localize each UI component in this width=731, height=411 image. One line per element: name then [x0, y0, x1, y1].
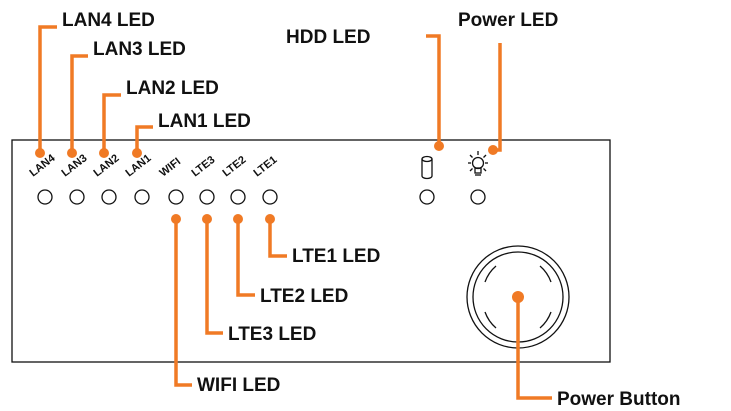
- callout-power-button: Power Button: [557, 389, 681, 410]
- dot-hdd: [434, 141, 444, 151]
- callout-lte2: LTE2 LED: [260, 286, 348, 307]
- dot-lte2: [233, 214, 243, 224]
- dot-power-button: [512, 291, 524, 303]
- led-lte2: [230, 189, 246, 205]
- dot-power-led: [488, 145, 498, 155]
- lightbulb-icon: [468, 151, 488, 176]
- leader-power-led: [493, 43, 502, 152]
- callout-lan1: LAN1 LED: [158, 111, 251, 132]
- dot-lte1: [265, 214, 275, 224]
- dot-lan1: [132, 148, 142, 158]
- led-wifi: [168, 189, 184, 205]
- dot-lte3: [202, 214, 212, 224]
- dot-lan4: [35, 148, 45, 158]
- led-lan2: [101, 189, 117, 205]
- front-panel: [11, 139, 611, 363]
- hdd-cylinder-icon: [421, 155, 433, 180]
- led-row: [37, 189, 486, 205]
- led-lan3: [69, 189, 85, 205]
- led-lan4: [37, 189, 53, 205]
- callout-lan3: LAN3 LED: [93, 39, 186, 60]
- leader-wifi: [174, 219, 192, 387]
- dot-wifi: [171, 214, 181, 224]
- leader-lan3: [70, 54, 88, 153]
- callout-lte1: LTE1 LED: [292, 246, 380, 267]
- leader-lan2: [102, 93, 121, 153]
- leader-lan1: [135, 125, 153, 153]
- leader-hdd: [426, 34, 441, 146]
- callout-power-led: Power LED: [458, 10, 558, 31]
- callout-labels: LAN4 LED LAN3 LED LAN2 LED LAN1 LED WIFI…: [62, 10, 681, 410]
- led-power: [470, 189, 486, 205]
- callout-hdd: HDD LED: [286, 27, 370, 48]
- callout-lan2: LAN2 LED: [126, 78, 219, 99]
- callout-lan4: LAN4 LED: [62, 10, 155, 31]
- leader-lte3: [205, 219, 223, 335]
- led-lte3: [199, 189, 215, 205]
- dot-lan2: [99, 148, 109, 158]
- leader-dots: [35, 141, 524, 303]
- callout-wifi: WIFI LED: [197, 375, 280, 396]
- leader-lines: [38, 25, 552, 400]
- leader-lte1: [268, 219, 287, 258]
- led-lan1: [134, 189, 150, 205]
- leader-lte2: [236, 219, 255, 297]
- dot-lan3: [67, 148, 77, 158]
- led-hdd: [419, 189, 435, 205]
- callout-lte3: LTE3 LED: [228, 324, 316, 345]
- leader-power-button: [516, 297, 552, 400]
- led-lte1: [262, 189, 278, 205]
- leader-lan4: [38, 25, 57, 153]
